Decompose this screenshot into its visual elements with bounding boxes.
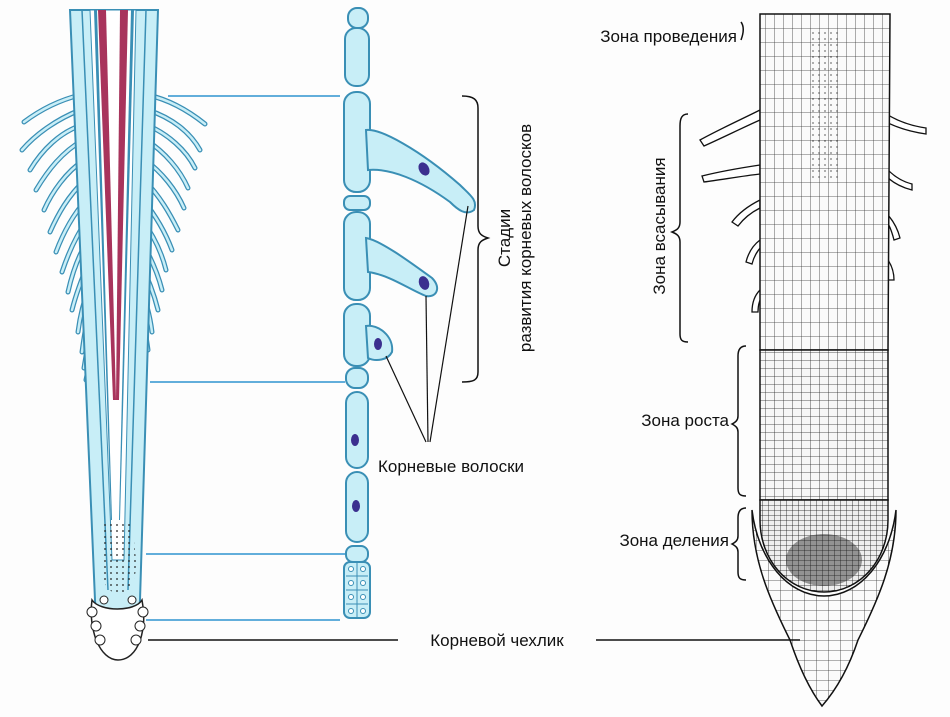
guide-lines xyxy=(146,95,345,621)
root-hair-stage-cells xyxy=(343,7,476,619)
label-absorption-zone: Зона всасывания xyxy=(650,157,669,294)
label-growth-zone: Зона роста xyxy=(641,411,729,430)
label-stages-line1: Стадии xyxy=(495,209,514,267)
root-longitudinal-section xyxy=(699,13,927,708)
stages-bracket xyxy=(461,95,491,383)
label-root-cap: Корневой чехлик xyxy=(430,631,564,650)
label-division-zone: Зона деления xyxy=(619,531,729,550)
xylem-strand xyxy=(116,10,128,400)
label-root-hairs: Корневые волоски xyxy=(378,457,524,476)
zone-brackets xyxy=(669,21,747,581)
label-conduction-zone: Зона проведения xyxy=(600,27,737,46)
absorption-bracket xyxy=(669,113,689,343)
root-tip-illustration xyxy=(19,9,208,661)
label-stages-line2: развития корневых волосков xyxy=(516,124,535,352)
root-hairs-pointers xyxy=(385,205,469,443)
xylem-strand xyxy=(98,10,116,400)
division-bracket xyxy=(730,507,747,581)
growth-bracket xyxy=(730,345,747,497)
cell-nuclei xyxy=(351,162,430,512)
